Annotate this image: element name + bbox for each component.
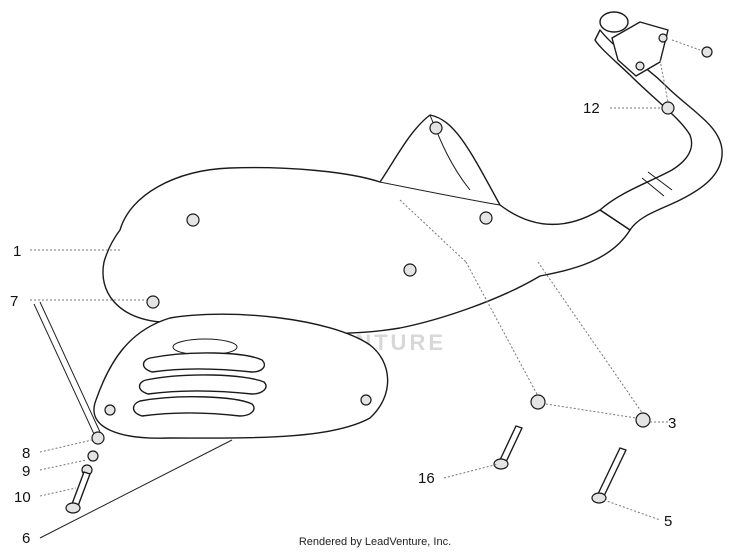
callout-10: 10 (14, 489, 31, 506)
callout-9: 9 (22, 463, 30, 480)
nut-3b (635, 412, 651, 428)
callout-5: 5 (664, 513, 672, 530)
assembly-lines (399, 39, 701, 419)
callout-12: 12 (583, 100, 600, 117)
muffler-body (102, 114, 631, 335)
callout-3: 3 (668, 415, 676, 432)
bolt-5 (597, 447, 627, 497)
footer-credit: Rendered by LeadVenture, Inc. (298, 536, 452, 548)
heat-shield (93, 313, 389, 439)
bolt-16 (499, 425, 523, 463)
nut-3a (530, 394, 546, 410)
callout-6: 6 (22, 530, 30, 547)
callout-1: 1 (13, 243, 21, 260)
callouts: 1 3 5 6 7 8 9 10 12 16 (10, 100, 676, 547)
callout-16: 16 (418, 470, 435, 487)
callout-7: 7 (10, 293, 18, 310)
nut-8 (91, 431, 105, 445)
nut-12a (701, 46, 713, 58)
nut-7 (146, 295, 160, 309)
leader-lines (30, 107, 668, 539)
bolt-10 (71, 471, 91, 507)
washer-9 (87, 450, 99, 462)
hardware (65, 46, 713, 514)
exhaust-head-pipe (594, 11, 723, 231)
callout-8: 8 (22, 445, 30, 462)
nut-12b (661, 101, 675, 115)
